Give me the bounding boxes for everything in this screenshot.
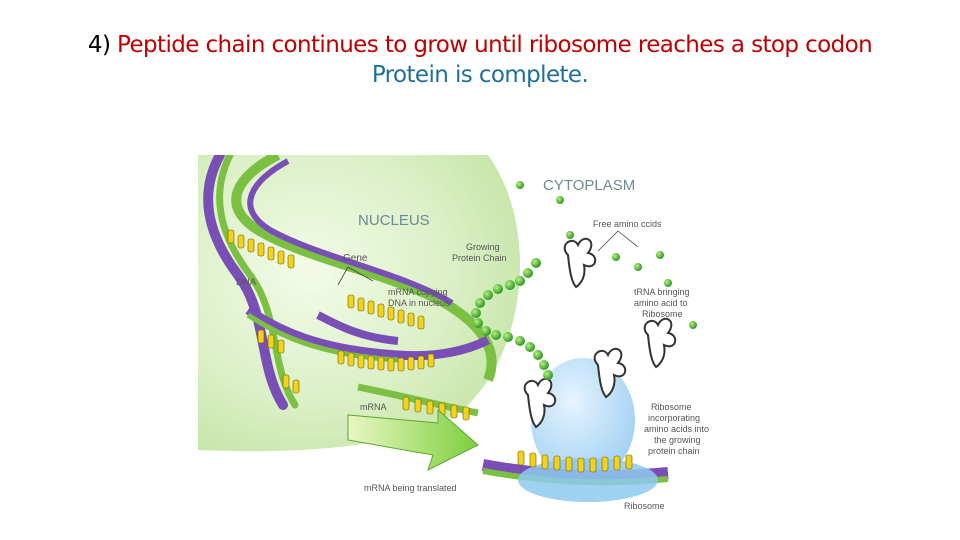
- slide-title: 4) Peptide chain continues to grow until…: [0, 30, 960, 90]
- label-translated: mRNA being translated: [364, 483, 457, 493]
- label-growing-1: Growing: [466, 242, 500, 252]
- label-mrna-copy-1: mRNA copying: [388, 287, 448, 297]
- title-line-2: Protein is complete.: [371, 62, 589, 88]
- title-line-1: 4) Peptide chain continues to grow until…: [0, 30, 960, 60]
- label-ribosome: Ribosome: [624, 501, 665, 511]
- dna-bases: [227, 229, 435, 394]
- gene-leader: [337, 266, 374, 286]
- label-gene: Gene: [343, 253, 368, 264]
- label-rib-inc-5: protein chain: [648, 446, 700, 456]
- label-nucleus: NUCLEUS: [358, 212, 430, 229]
- label-rib-inc-4: the growing: [654, 435, 701, 445]
- label-trna-3: Ribosome: [642, 309, 683, 319]
- protein-synthesis-diagram: NUCLEUS CYTOPLASM DNA Gene Growing Prote…: [198, 155, 709, 511]
- label-trna-1: tRNA bringing: [634, 287, 690, 297]
- dna-strands: [203, 155, 497, 410]
- growing-protein-chain: [471, 258, 553, 380]
- label-rib-inc-3: amino acids into: [644, 424, 709, 434]
- title-number: 4): [87, 32, 111, 58]
- label-cytoplasm: CYTOPLASM: [543, 177, 635, 194]
- label-mrna: mRNA: [360, 402, 387, 412]
- label-trna-2: amino acid to: [634, 298, 688, 308]
- label-mrna-copy-2: DNA in nucleus: [388, 298, 450, 308]
- label-growing-2: Protein Chain: [452, 253, 507, 263]
- label-rib-inc-1: Ribosome: [651, 402, 692, 412]
- trna-molecules: [523, 237, 677, 429]
- label-dna: DNA: [236, 277, 257, 288]
- title-main-text: Peptide chain continues to grow until ri…: [117, 32, 873, 58]
- label-rib-inc-2: incorporating: [648, 413, 700, 423]
- free-amino-acids: [516, 181, 697, 329]
- translation-arrow: [347, 408, 479, 471]
- label-free-amino: Free amino ccids: [593, 219, 662, 229]
- free-amino-leader: [597, 230, 639, 252]
- ribosome-small-subunit: [518, 458, 658, 502]
